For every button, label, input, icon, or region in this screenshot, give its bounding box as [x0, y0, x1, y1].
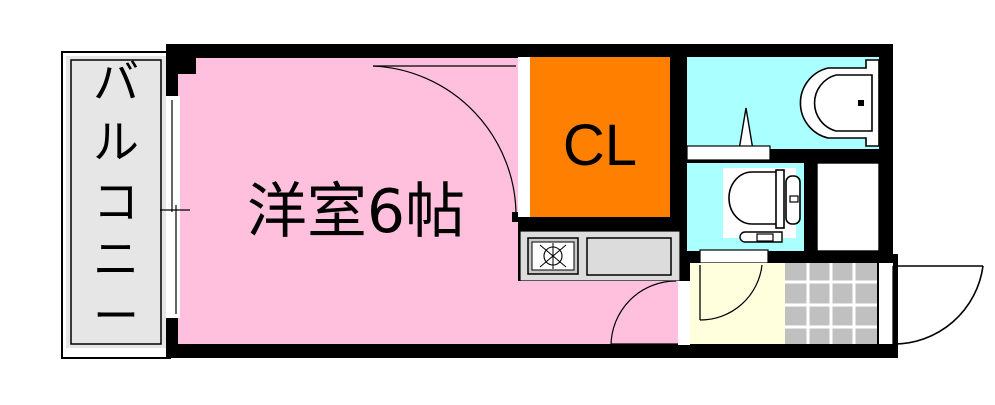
toilet-base-detail [756, 233, 774, 242]
room-main: 洋室6帖 [178, 58, 518, 344]
bathtub-drain [858, 100, 864, 106]
bathtub-inner [813, 74, 873, 132]
balcony-label-char-4: ー [93, 289, 139, 343]
hallway-door-arc [610, 280, 677, 347]
entry-genkan [785, 263, 877, 344]
front-door-threshold [879, 263, 893, 344]
front-door[interactable] [879, 263, 984, 345]
toilet-icon [723, 168, 801, 243]
toilet-door-gap[interactable] [699, 249, 769, 264]
balcony-label: バ ル コ ニ ー [93, 55, 139, 343]
closet-label: CL [563, 113, 637, 178]
storage-closet [816, 162, 880, 252]
kitchen-sink-basin [586, 237, 672, 276]
room-door-hinge [512, 212, 522, 222]
balcony-label-char-0: バ [93, 55, 139, 109]
front-door-swing-arc [892, 265, 984, 345]
kitchen-floor-area [518, 281, 680, 344]
balcony-label-char-3: ニ [93, 232, 139, 286]
bathtub-icon [799, 59, 880, 147]
balcony-label-char-2: コ [93, 175, 139, 229]
hallway-door[interactable] [610, 280, 678, 347]
stove-grate-d2 [539, 244, 567, 268]
room-closet: CL [518, 57, 670, 217]
room-bathroom [686, 57, 880, 161]
main-room-floor [196, 58, 518, 344]
main-room-floor-notch [178, 74, 218, 344]
room-toilet [687, 163, 804, 264]
hallway-door-open-arc [699, 264, 763, 321]
main-room-label: 洋室6帖 [247, 177, 465, 247]
kitchen-counter [519, 230, 681, 282]
bathroom-door-gap[interactable] [686, 145, 771, 161]
sliding-door-panel [166, 96, 180, 318]
balcony-label-char-1: ル [93, 115, 139, 169]
room-door-swing-arc [372, 65, 517, 217]
balcony-sliding-door[interactable] [160, 96, 190, 318]
hallway-floor [690, 263, 785, 344]
toilet-flush-lever [789, 195, 799, 203]
closet-base-wall [518, 217, 681, 231]
balcony-railing [70, 59, 162, 345]
toilet-bowl [728, 171, 779, 225]
room-hallway [690, 263, 785, 344]
gas-stove-icon [527, 237, 579, 275]
room-entry-door[interactable] [372, 65, 522, 222]
hallway-door-opening[interactable] [678, 281, 690, 345]
toilet-seat-bar [775, 169, 785, 229]
closet-floor [529, 57, 670, 217]
closet-sliding-door[interactable] [518, 57, 530, 217]
room-balcony: バ ル コ ニ ー [61, 51, 171, 359]
